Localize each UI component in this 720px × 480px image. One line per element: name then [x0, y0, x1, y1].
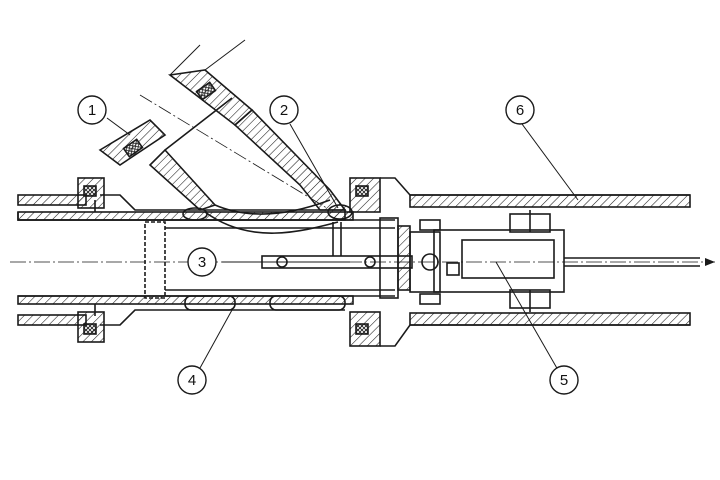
svg-text:2: 2 [280, 102, 288, 119]
leader-lines [106, 117, 579, 371]
svg-text:1: 1 [88, 102, 96, 119]
svg-text:5: 5 [560, 372, 568, 389]
callout-2: 2 [269, 95, 299, 125]
callout-3: 3 [187, 247, 217, 277]
direction-arrow-icon [705, 258, 715, 266]
callout-6: 6 [505, 95, 535, 125]
liner-end [379, 217, 411, 299]
left-coupling [77, 177, 105, 343]
drive-unit [409, 210, 700, 312]
svg-text:3: 3 [198, 254, 206, 271]
callout-4: 4 [177, 365, 207, 395]
outer-pipe [409, 194, 691, 326]
liner-pipe [144, 221, 395, 311]
branch-pipe [98, 39, 347, 234]
callout-5: 5 [549, 365, 579, 395]
callout-1: 1 [77, 95, 107, 125]
svg-text:6: 6 [516, 102, 524, 119]
svg-text:4: 4 [188, 372, 196, 389]
